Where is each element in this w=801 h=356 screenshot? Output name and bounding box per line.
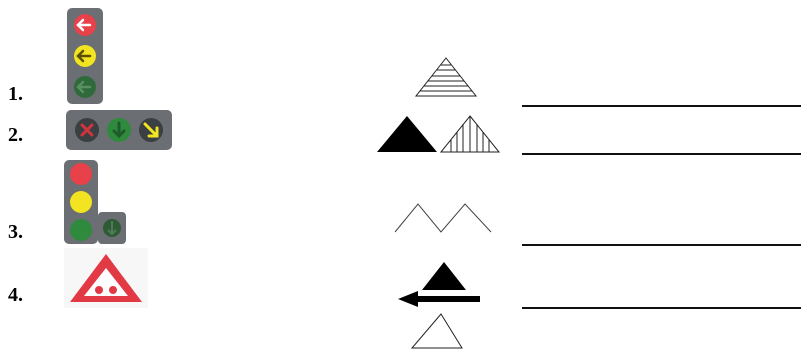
striped-triangle-icon — [414, 56, 478, 98]
red-warning-triangle-sign-icon — [64, 248, 148, 308]
horizontal-signal-panel-icon — [65, 108, 173, 152]
item-number-3: 3. — [8, 221, 23, 244]
double-outline-triangles-icon — [393, 200, 493, 234]
answer-line-2[interactable] — [522, 153, 801, 155]
answer-line-1[interactable] — [522, 105, 801, 107]
solid-and-hatched-triangles-icon — [377, 112, 501, 156]
item-number-2: 2. — [8, 124, 23, 147]
vertical-traffic-light-with-arrows-icon — [65, 6, 105, 106]
item-number-4: 4. — [8, 284, 23, 307]
item-number-1: 1. — [8, 83, 23, 106]
traffic-light-with-green-arrow-section-icon — [62, 158, 130, 246]
triangles-with-arrow-icon — [396, 260, 486, 354]
answer-line-3[interactable] — [522, 244, 801, 246]
answer-line-4[interactable] — [522, 307, 801, 309]
